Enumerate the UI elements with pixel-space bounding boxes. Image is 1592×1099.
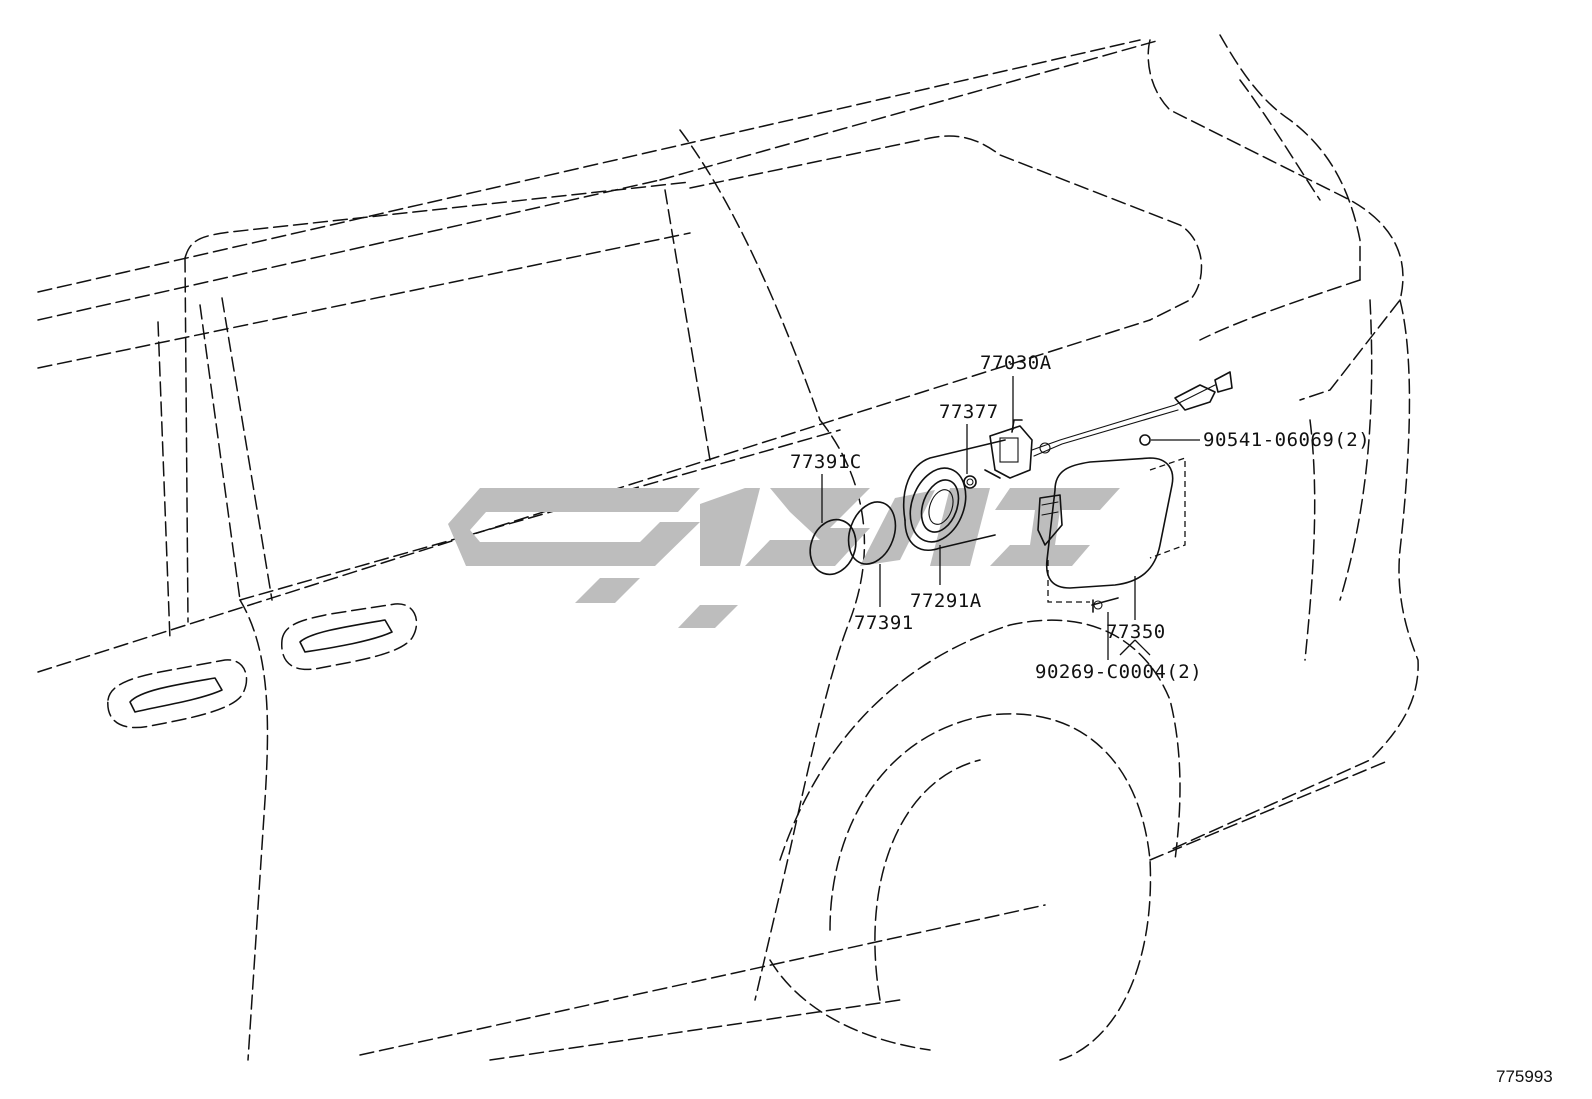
leader-lines — [821, 376, 1200, 660]
label-77291a[interactable]: 77291A — [910, 590, 982, 612]
watermark-logo — [448, 488, 1120, 628]
gasket-77391 — [847, 501, 897, 565]
figure-number: 775993 — [1496, 1067, 1553, 1086]
fuel-lid-77350 — [1037, 457, 1186, 603]
gasket-77391c — [809, 518, 857, 576]
label-77391c[interactable]: 77391C — [790, 451, 862, 473]
fuel-lid-lock-actuator-77030a — [984, 371, 1233, 479]
screw-90269 — [1091, 597, 1119, 613]
grommet-77377 — [963, 475, 977, 489]
part-labels: 77030A 77377 77391C 77391 77291A 90541-0… — [790, 352, 1370, 683]
label-90541[interactable]: 90541-06069(2) — [1203, 429, 1370, 451]
label-90269[interactable]: 90269-C0004(2) — [1035, 661, 1202, 683]
label-77391[interactable]: 77391 — [854, 612, 914, 634]
label-77030a[interactable]: 77030A — [980, 352, 1052, 374]
vehicle-body-outline — [37, 34, 1419, 1061]
label-77377[interactable]: 77377 — [939, 401, 999, 423]
clip-90541 — [1139, 434, 1151, 446]
label-77350[interactable]: 77350 — [1106, 621, 1166, 643]
